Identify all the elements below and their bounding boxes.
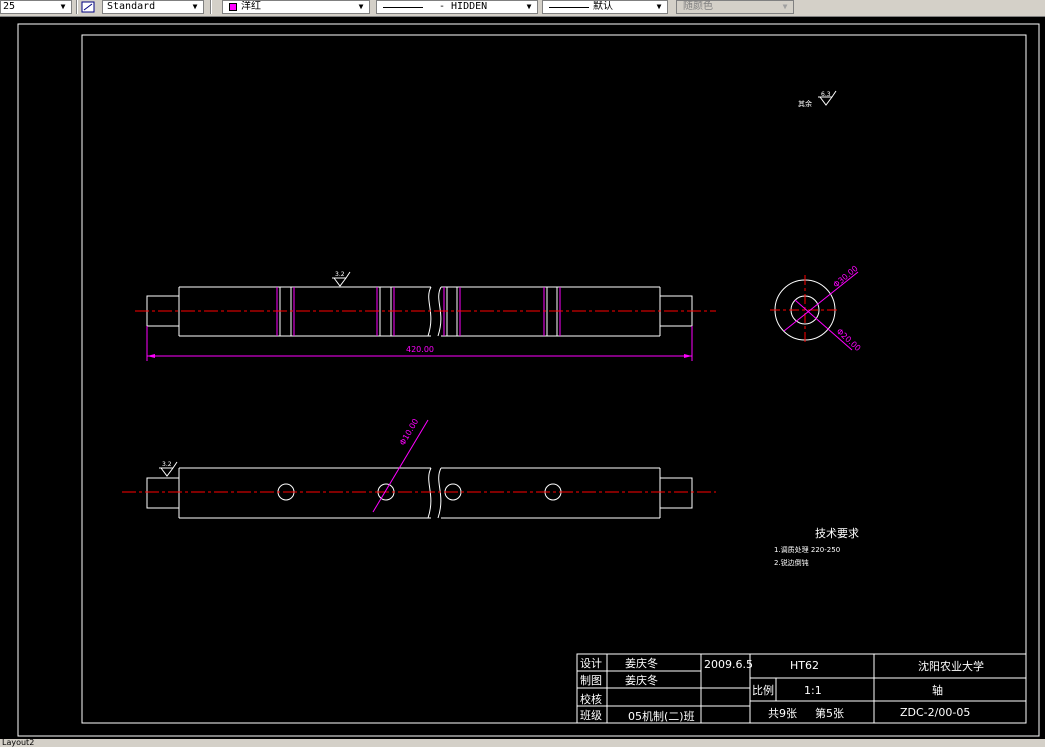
lineweight-combo[interactable]: 默认 ▼ bbox=[542, 0, 668, 14]
shaft-top-view bbox=[146, 467, 693, 519]
text-style-icon bbox=[81, 1, 95, 13]
part-name: 轴 bbox=[932, 683, 943, 697]
drawing-canvas[interactable]: 其余 6.3 3.2 420 bbox=[0, 17, 1045, 739]
school-name: 沈阳农业大学 bbox=[918, 659, 984, 673]
tech-req-title: 技术要求 bbox=[815, 527, 859, 540]
title-block bbox=[576, 653, 1027, 724]
drawing-number: ZDC-2/00-05 bbox=[900, 706, 970, 719]
color-value: 洋红 bbox=[241, 1, 261, 12]
plotstyle-combo[interactable]: 随颜色 ▼ bbox=[676, 0, 794, 14]
plotstyle-value: 随颜色 bbox=[683, 1, 713, 12]
linetype-value: - HIDDEN bbox=[439, 1, 488, 12]
drawing-frame bbox=[81, 34, 1027, 724]
color-swatch bbox=[229, 3, 237, 11]
text-style-manager-button[interactable] bbox=[80, 0, 98, 14]
text-style-value: Standard bbox=[107, 1, 156, 12]
properties-toolbar: 25 ▼ Standard ▼ 洋红 ▼ - HIDDEN ▼ 默认 ▼ 随颜色… bbox=[0, 0, 1045, 17]
chevron-down-icon[interactable]: ▼ bbox=[192, 2, 198, 11]
check-label: 校核 bbox=[580, 692, 602, 706]
roughness-note-label: 其余 bbox=[798, 99, 812, 108]
roughness-note-value: 6.3 bbox=[821, 91, 831, 98]
draw-label: 制图 bbox=[580, 674, 602, 687]
general-roughness-note: 其余 6.3 bbox=[798, 90, 837, 108]
hole-dimension-text: Φ10.00 bbox=[398, 417, 420, 447]
chevron-down-icon[interactable]: ▼ bbox=[656, 2, 662, 11]
chevron-down-icon[interactable]: ▼ bbox=[526, 2, 532, 11]
sheet-border bbox=[17, 23, 1040, 737]
material: HT62 bbox=[790, 659, 819, 672]
tech-req-item: 1.调质处理 220-250 bbox=[774, 545, 840, 554]
outer-diameter-dimension: Φ30.00 bbox=[832, 264, 860, 290]
design-label: 设计 bbox=[580, 657, 602, 670]
technical-requirements: 技术要求 1.调质处理 220-250 2.锐边倒钝 bbox=[774, 527, 859, 567]
design-date: 2009.6.5 bbox=[704, 658, 753, 671]
text-height-value: 25 bbox=[3, 1, 16, 12]
lineweight-value: 默认 bbox=[593, 1, 613, 12]
class-name: 05机制(二)班 bbox=[628, 709, 695, 723]
sheet-number: 第5张 bbox=[815, 706, 844, 720]
class-label: 班级 bbox=[580, 709, 602, 722]
tech-req-item: 2.锐边倒钝 bbox=[774, 558, 809, 567]
toolbar-separator bbox=[210, 0, 212, 14]
scale-value: 1:1 bbox=[804, 684, 822, 697]
tab-layout2[interactable]: Layout2 bbox=[2, 738, 35, 747]
title-block-text: 设计 制图 校核 班级 姜庆冬 姜庆冬 2009.6.5 05机制(二)班 HT… bbox=[580, 656, 984, 723]
color-combo[interactable]: 洋红 ▼ bbox=[222, 0, 370, 14]
scale-label: 比例 bbox=[752, 683, 774, 697]
top-roughness-value: 3.2 bbox=[335, 271, 345, 278]
linetype-sample bbox=[383, 7, 423, 8]
layout-tabs-bar: Layout2 bbox=[0, 739, 1045, 747]
hole-dimension: Φ10.00 bbox=[372, 417, 429, 513]
bottom-roughness-symbol: 3.2 bbox=[159, 461, 178, 477]
text-height-combo[interactable]: 25 ▼ bbox=[0, 0, 72, 14]
shaft-section-view: Φ30.00 Φ20.00 bbox=[770, 264, 862, 353]
toolbar-separator bbox=[76, 0, 78, 14]
linetype-combo[interactable]: - HIDDEN ▼ bbox=[376, 0, 538, 14]
lineweight-sample bbox=[549, 7, 589, 8]
chevron-down-icon[interactable]: ▼ bbox=[782, 2, 788, 11]
top-roughness-symbol: 3.2 bbox=[332, 271, 351, 287]
chevron-down-icon[interactable]: ▼ bbox=[358, 2, 364, 11]
designer-name: 姜庆冬 bbox=[625, 656, 658, 670]
chevron-down-icon[interactable]: ▼ bbox=[60, 2, 66, 11]
bottom-roughness-value: 3.2 bbox=[162, 461, 172, 468]
roughness-symbol-icon bbox=[819, 90, 837, 106]
length-dimension-text: 420.00 bbox=[406, 345, 434, 354]
inner-diameter-dimension: Φ20.00 bbox=[835, 327, 863, 353]
text-style-combo[interactable]: Standard ▼ bbox=[102, 0, 204, 14]
sheet-count: 共9张 bbox=[768, 707, 797, 720]
length-dimension: 420.00 bbox=[146, 326, 693, 361]
drawing-svg: 其余 6.3 3.2 420 bbox=[17, 23, 1040, 737]
drafter-name: 姜庆冬 bbox=[625, 673, 658, 687]
